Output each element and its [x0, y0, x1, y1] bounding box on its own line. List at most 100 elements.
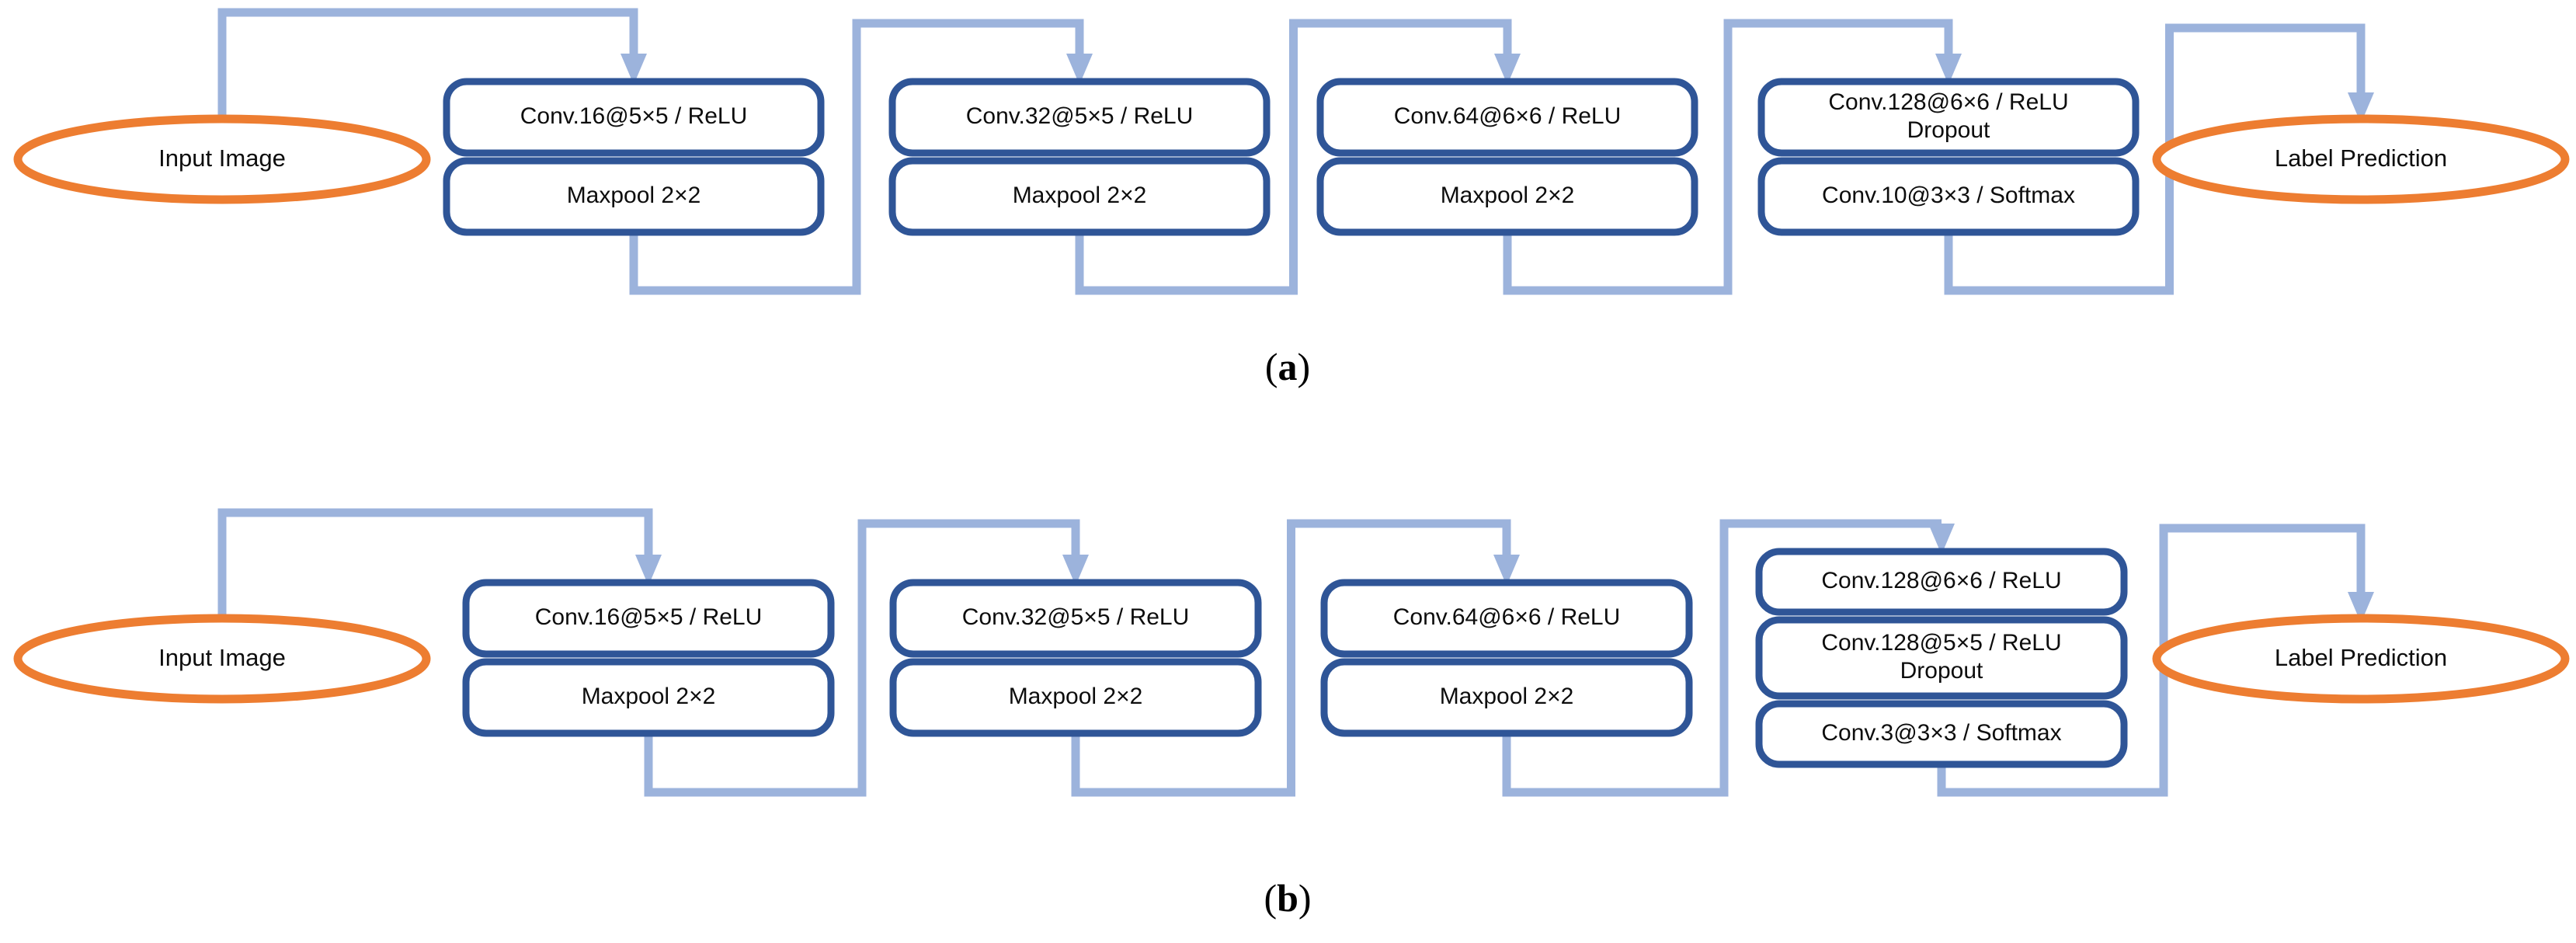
panel-b-input-image-node[interactable]: Input Image: [13, 614, 431, 704]
panel-a-input-image-node[interactable]: Input Image: [13, 114, 431, 204]
panel-b-caption-text: (b): [1264, 876, 1311, 920]
b-block-4-row-2-box[interactable]: [1755, 616, 2128, 700]
b-block-4-row-1[interactable]: Conv.128@6×6 / ReLU: [1755, 548, 2128, 616]
panel-a-caption: (a): [1265, 345, 1310, 388]
b-block-1-row-1[interactable]: Conv.16@5×5 / ReLU: [462, 579, 835, 658]
a-block-2[interactable]: Conv.32@5×5 / ReLU Maxpool 2×2: [888, 78, 1271, 236]
panel-b-caption-paren-open: (: [1264, 876, 1277, 920]
b-block-4-row-2-label-2: Dropout: [1900, 658, 1983, 684]
b-block-2[interactable]: Conv.32@5×5 / ReLU Maxpool 2×2: [889, 579, 1262, 737]
panel-b-connector-block-1-to-block-2: [644, 519, 1080, 797]
a-block-3-row-2[interactable]: Maxpool 2×2: [1316, 157, 1698, 236]
panel-b-connector-input-to-block-1: [217, 508, 653, 621]
panel-a-arrowhead-block-4: [1935, 54, 1962, 85]
b-block-2-row-2-label-1: Maxpool 2×2: [1009, 684, 1143, 709]
a-block-2-row-2-box[interactable]: [888, 157, 1271, 236]
panel-a-arrowhead-block-2: [1066, 54, 1093, 85]
panel-a-input-image-node-label: Input Image: [158, 144, 286, 172]
a-block-1-row-1-box[interactable]: [443, 78, 825, 157]
panel-b-label-prediction-node-shape[interactable]: [2152, 614, 2570, 704]
panel-a-caption-paren-close: ): [1298, 345, 1311, 388]
b-block-1-row-1-box[interactable]: [462, 579, 835, 658]
panel-b-caption-paren-close: ): [1298, 876, 1312, 920]
panel-b-arrowhead-block-4: [1928, 524, 1955, 555]
panel-a-caption-paren-open: (: [1265, 345, 1278, 388]
b-block-1-row-2[interactable]: Maxpool 2×2: [462, 658, 835, 737]
a-block-3-row-1[interactable]: Conv.64@6×6 / ReLU: [1316, 78, 1698, 157]
panel-b-input-image-node-label: Input Image: [158, 644, 286, 671]
a-block-4-row-1-label-2: Dropout: [1907, 117, 1990, 143]
a-block-1-row-2[interactable]: Maxpool 2×2: [443, 157, 825, 236]
panel-b-caption-letter: b: [1277, 876, 1298, 920]
panel-b-label-prediction-node-label: Label Prediction: [2275, 644, 2447, 671]
b-block-3-row-2-box[interactable]: [1320, 658, 1693, 737]
b-block-4-row-2-label-1: Conv.128@5×5 / ReLU: [1821, 630, 2061, 656]
panel-b-arrowhead-block-2: [1062, 555, 1089, 586]
b-block-4-row-1-label-1: Conv.128@6×6 / ReLU: [1821, 568, 2061, 593]
b-block-3-row-1-label-1: Conv.64@6×6 / ReLU: [1393, 604, 1621, 630]
panel-a-input-image-node-shape[interactable]: [13, 114, 431, 204]
a-block-3[interactable]: Conv.64@6×6 / ReLU Maxpool 2×2: [1316, 78, 1698, 236]
b-block-2-row-1[interactable]: Conv.32@5×5 / ReLU: [889, 579, 1262, 658]
a-block-3-row-1-label-1: Conv.64@6×6 / ReLU: [1394, 103, 1622, 129]
b-block-4-row-3-label-1: Conv.3@3×3 / Softmax: [1821, 720, 2061, 746]
a-block-1-row-2-box[interactable]: [443, 157, 825, 236]
a-block-2-row-1-box[interactable]: [888, 78, 1271, 157]
b-block-3-row-1[interactable]: Conv.64@6×6 / ReLU: [1320, 579, 1693, 658]
b-block-3-row-1-box[interactable]: [1320, 579, 1693, 658]
b-block-1[interactable]: Conv.16@5×5 / ReLU Maxpool 2×2: [462, 579, 835, 737]
panel-b-caption: (b): [1264, 876, 1311, 920]
b-block-3[interactable]: Conv.64@6×6 / ReLU Maxpool 2×2: [1320, 579, 1693, 737]
panel-b-input-image-node-shape[interactable]: [13, 614, 431, 704]
panel-a-label-prediction-node-label: Label Prediction: [2275, 144, 2447, 172]
b-block-4[interactable]: Conv.128@6×6 / ReLU Conv.128@5×5 / ReLUDr…: [1755, 548, 2128, 768]
b-block-2-row-1-label-1: Conv.32@5×5 / ReLU: [962, 604, 1190, 630]
panel-a-arrowhead-output: [2348, 92, 2374, 124]
a-block-2-row-1-label-1: Conv.32@5×5 / ReLU: [966, 103, 1194, 129]
a-block-3-row-1-box[interactable]: [1316, 78, 1698, 157]
b-block-4-row-3[interactable]: Conv.3@3×3 / Softmax: [1755, 700, 2128, 768]
panel-a-arrowhead-block-3: [1494, 54, 1521, 85]
panel-a-connector-input-to-block-1: [217, 8, 638, 122]
panel-a-arrowhead-block-1: [621, 54, 647, 85]
a-block-2-row-2[interactable]: Maxpool 2×2: [888, 157, 1271, 236]
b-block-3-row-2[interactable]: Maxpool 2×2: [1320, 658, 1693, 737]
panel-b-label-prediction-node[interactable]: Label Prediction: [2152, 614, 2570, 704]
b-block-3-row-2-label-1: Maxpool 2×2: [1440, 684, 1574, 709]
a-block-3-row-2-box[interactable]: [1316, 157, 1698, 236]
b-block-2-row-2[interactable]: Maxpool 2×2: [889, 658, 1262, 737]
panel-a-caption-letter: a: [1278, 345, 1298, 388]
b-block-1-row-2-box[interactable]: [462, 658, 835, 737]
a-block-1-row-1[interactable]: Conv.16@5×5 / ReLU: [443, 78, 825, 157]
panel-b-connector-block-2-to-block-3: [1071, 519, 1511, 797]
a-block-4-row-1-box[interactable]: [1757, 78, 2140, 157]
panel-b-connectors: [217, 508, 2374, 797]
a-block-4-row-2-box[interactable]: [1757, 157, 2140, 236]
b-block-2-row-2-box[interactable]: [889, 658, 1262, 737]
b-block-2-row-1-box[interactable]: [889, 579, 1262, 658]
a-block-4-row-2[interactable]: Conv.10@3×3 / Softmax: [1757, 157, 2140, 236]
a-block-2-row-1[interactable]: Conv.32@5×5 / ReLU: [888, 78, 1271, 157]
a-block-3-row-2-label-1: Maxpool 2×2: [1441, 183, 1575, 208]
panel-a-label-prediction-node[interactable]: Label Prediction: [2152, 114, 2570, 204]
b-block-1-row-2-label-1: Maxpool 2×2: [582, 684, 716, 709]
panel-a-connector-block-2-to-block-3: [1075, 19, 1512, 295]
b-block-1-row-1-label-1: Conv.16@5×5 / ReLU: [535, 604, 763, 630]
a-block-2-row-2-label-1: Maxpool 2×2: [1013, 183, 1147, 208]
panel-a-label-prediction-node-shape[interactable]: [2152, 114, 2570, 204]
panel-a-connector-block-3-to-block-4: [1503, 19, 1953, 295]
b-block-4-row-3-box[interactable]: [1755, 700, 2128, 768]
panel-a-connector-block-1-to-block-2: [629, 19, 1084, 295]
b-block-4-row-1-box[interactable]: [1755, 548, 2128, 616]
panel-b-arrowhead-output: [2348, 592, 2374, 623]
panel-a-caption-text: (a): [1265, 345, 1310, 388]
panel-b-connector-block-3-to-block-4: [1502, 519, 1942, 797]
